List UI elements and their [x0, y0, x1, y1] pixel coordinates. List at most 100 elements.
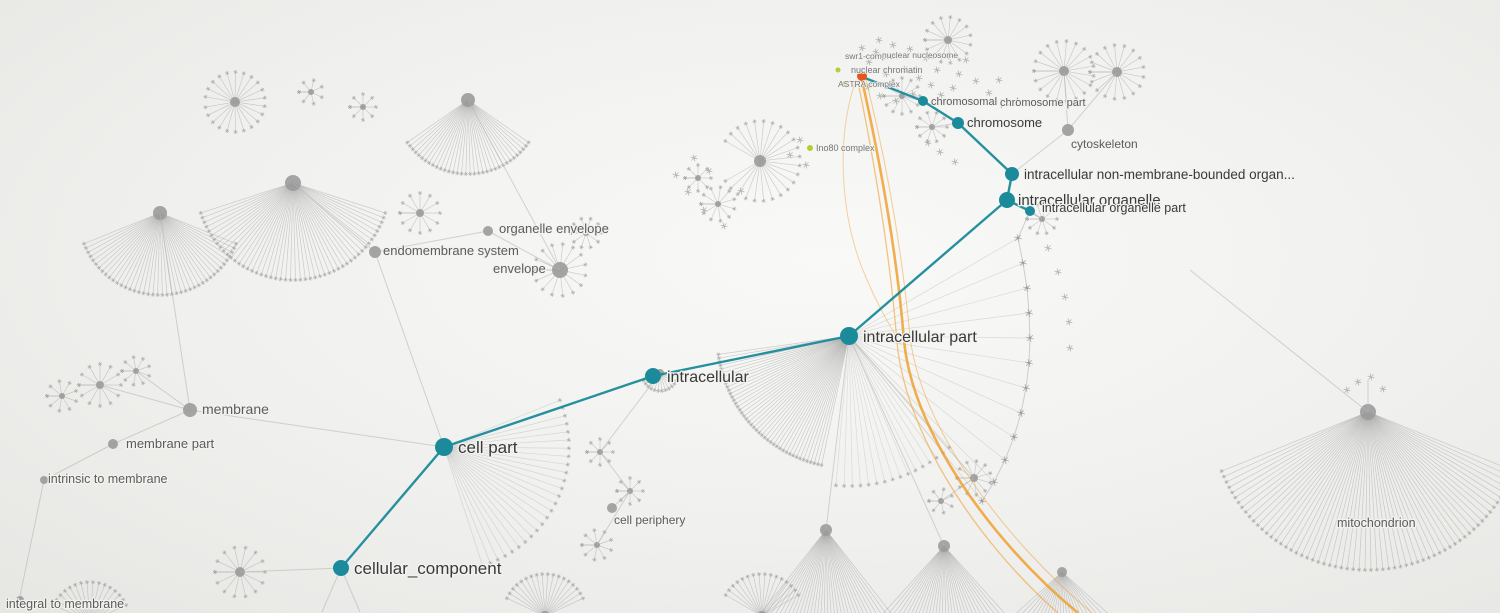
cluster-fan	[443, 398, 572, 569]
node-label-ino80-complex: Ino80 complex	[816, 143, 875, 153]
cluster-fan	[833, 335, 952, 489]
node-label-nuclear-nucleosome: nuclear nucleosome	[882, 50, 958, 60]
node-label-cell-part: cell part	[458, 438, 518, 457]
graph-edge	[467, 99, 561, 271]
graph-edge	[1189, 269, 1369, 413]
cluster-fan	[397, 190, 443, 236]
highlight-path-edge	[842, 79, 902, 346]
node-label-cellular-component: cellular_component	[354, 559, 502, 578]
graph-edge	[596, 490, 631, 546]
node-label-integral-to-membrane: integral to membrane	[6, 597, 124, 611]
cluster-fan	[1031, 38, 1096, 104]
graph-edge	[99, 384, 191, 411]
graph-edge	[112, 409, 191, 445]
graph-edge	[825, 335, 850, 531]
graph-node-gray[interactable]	[108, 439, 118, 449]
node-label-chromosomal-part: chromosomal part	[931, 96, 1019, 108]
node-label-intrinsic-to-membrane: intrinsic to membrane	[48, 472, 168, 486]
graph-node-cell-part[interactable]	[435, 438, 453, 456]
graph-edge	[19, 479, 45, 597]
cluster-fan	[296, 78, 324, 106]
selected-path-edge	[957, 122, 1013, 175]
cluster-fan	[504, 571, 586, 613]
scatter-stars	[672, 36, 1387, 394]
cluster-fan	[914, 110, 950, 144]
graph-edge	[189, 409, 445, 448]
cluster-fan	[682, 162, 714, 194]
graph-edge	[292, 182, 376, 253]
cluster-fan	[723, 571, 801, 613]
cluster-fan	[405, 93, 531, 177]
graph-edge	[599, 451, 631, 492]
graph-node-cellular-component[interactable]	[333, 560, 349, 576]
node-label-membrane-part: membrane part	[126, 436, 215, 451]
cluster-fan	[579, 528, 614, 562]
graph-node-intracellular-part[interactable]	[840, 327, 858, 345]
cluster-fan	[119, 355, 152, 387]
graph-node-swr1-complex[interactable]	[835, 67, 841, 73]
highlight-nodes	[807, 67, 867, 151]
cluster-fan	[44, 379, 79, 413]
graph-edge	[135, 370, 191, 411]
cluster-fan	[1219, 404, 1500, 573]
graph-edge	[374, 230, 489, 253]
graph-node-gray[interactable]	[16, 596, 24, 604]
node-label-intracellular-non-membrane-bounded-organ: intracellular non-membrane-bounded organ…	[1024, 167, 1295, 182]
node-label-nuclear-chromatin: nuclear chromatin	[851, 65, 923, 75]
cluster-fan	[81, 206, 239, 298]
graph-node-chromosome[interactable]	[952, 117, 964, 129]
graph-edge	[43, 443, 114, 481]
cluster-fan	[568, 216, 604, 250]
node-label-astra-complex: ASTRA complex	[838, 79, 901, 89]
graph-node-gray[interactable]	[607, 503, 617, 513]
node-label-organelle-envelope: organelle envelope	[499, 221, 609, 236]
node-label-cell-periphery: cell periphery	[614, 513, 685, 527]
graph-node-chromosomal-part[interactable]	[918, 96, 928, 106]
cluster-fan	[1087, 42, 1146, 102]
node-label-intracellular-organelle: intracellular organelle	[1018, 192, 1161, 209]
graph-node-nuclear-chromatin[interactable]	[857, 71, 867, 81]
node-label-chromosome: chromosome	[967, 115, 1042, 130]
graph-node-intracellular-organelle[interactable]	[999, 192, 1015, 208]
cluster-fan	[698, 185, 737, 223]
graph-node-gray[interactable]	[369, 246, 381, 258]
graph-node-intracellular-non-membrane-bounded-organelle[interactable]	[1005, 167, 1019, 181]
graph-node-gray[interactable]	[483, 226, 493, 236]
graph-node-gray[interactable]	[183, 403, 197, 417]
selected-path-edge	[864, 76, 924, 103]
cluster-fan	[922, 14, 973, 66]
node-label-envelope: envelope	[493, 261, 546, 276]
graph-edge	[940, 477, 975, 502]
cluster-fan	[198, 175, 388, 283]
node-label-chromosome-part: chromosome part	[1000, 97, 1086, 109]
graph-edge	[159, 212, 191, 411]
cluster-fan	[51, 579, 129, 613]
selected-path-edge	[848, 199, 1008, 337]
highlight-path-edge	[860, 79, 1079, 613]
teal-edges	[340, 76, 1031, 569]
selected-path-edge	[922, 99, 959, 125]
gray-nodes	[16, 124, 1074, 604]
graph-node-intracellular[interactable]	[645, 368, 661, 384]
node-label-endomembrane-system: endomembrane system	[383, 243, 519, 258]
graph-node-intracellular-organelle-part[interactable]	[1025, 206, 1035, 216]
graph-node-astra-complex[interactable]	[842, 81, 848, 87]
node-label-swr1-complex: swr1-complex	[845, 51, 898, 61]
graph-node-ino80-complex[interactable]	[807, 145, 813, 151]
cluster-fans	[44, 14, 1500, 613]
cluster-fan	[1015, 567, 1109, 613]
node-label-intracellular: intracellular	[667, 369, 749, 386]
cluster-fan	[203, 69, 267, 135]
node-label-mitochondrion: mitochondrion	[1337, 516, 1416, 530]
selected-path-edge	[652, 334, 850, 378]
cluster-fan	[723, 119, 802, 203]
cluster-fan	[1024, 202, 1060, 236]
selected-path-edge	[443, 374, 654, 449]
graph-node-gray[interactable]	[1062, 124, 1074, 136]
graph-node-gray[interactable]	[40, 476, 48, 484]
cluster-fan	[926, 487, 954, 515]
node-label-cytoskeleton: cytoskeleton	[1071, 137, 1138, 151]
node-labels: cellular_component cell part intracellular…	[5, 49, 1417, 612]
